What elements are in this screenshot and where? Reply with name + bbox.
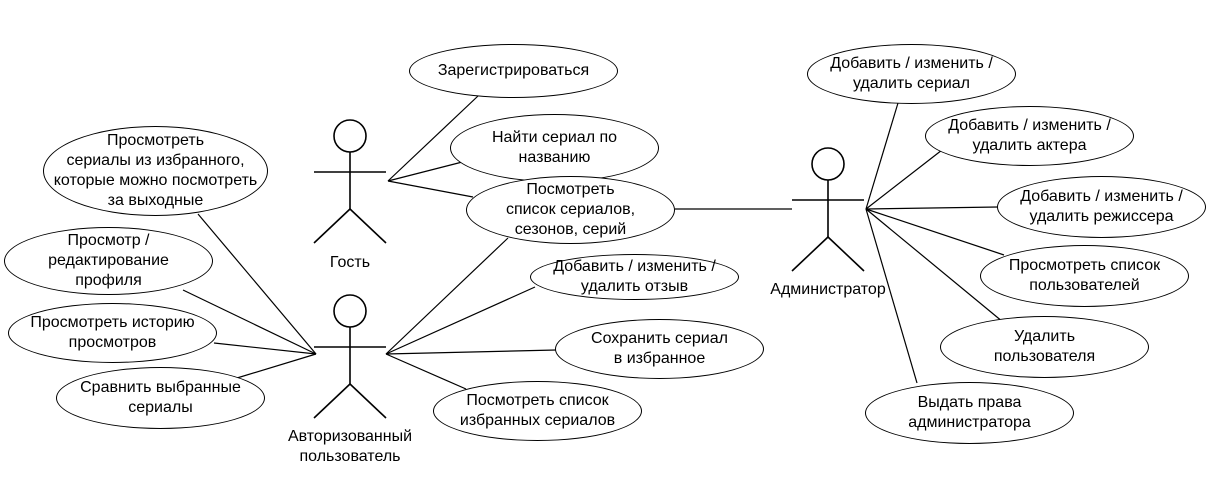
- use-case-save-favorite: Сохранить сериал в избранное: [555, 319, 764, 379]
- use-case-weekend-favorites: Просмотреть сериалы из избранного, котор…: [43, 126, 268, 216]
- association-line-auth_user-save_favorite: [385, 349, 557, 355]
- use-case-register: Зарегистрироваться: [409, 44, 618, 98]
- association-line-guest-view_list: [387, 180, 474, 198]
- use-case-view-series-list: Посмотреть список сериалов, сезонов, сер…: [466, 176, 675, 244]
- association-line-auth_user-add_review: [385, 286, 536, 355]
- use-case-view-favorites: Посмотреть список избранных сериалов: [433, 381, 642, 441]
- use-case-delete-user: Удалить пользователя: [940, 316, 1149, 378]
- actor-administrator-name: Администратор: [770, 281, 886, 298]
- use-case-label: Добавить / изменить / удалить отзыв: [553, 258, 716, 295]
- stick-figure-icon: [313, 294, 387, 419]
- use-case-label: Выдать права администратора: [908, 394, 1031, 431]
- stick-figure-icon: [791, 147, 865, 272]
- association-line-admin-grant_admin: [865, 208, 918, 384]
- use-case-manage-series: Добавить / изменить / удалить сериал: [807, 44, 1016, 104]
- use-case-label: Добавить / изменить / удалить режиссера: [1020, 188, 1183, 225]
- use-case-find-series: Найти сериал по названию: [450, 114, 659, 182]
- use-case-label: Просмотреть список пользователей: [1008, 257, 1161, 294]
- stick-figure-icon: [313, 119, 387, 244]
- use-case-edit-profile: Просмотр / редактирование профиля: [4, 227, 213, 295]
- actor-authorized-user-name: Авторизованный пользователь: [287, 428, 413, 465]
- use-case-label: Добавить / изменить / удалить актера: [948, 117, 1111, 154]
- use-case-label: Сохранить сериал в избранное: [591, 330, 728, 367]
- use-case-manage-director: Добавить / изменить / удалить режиссера: [997, 176, 1206, 238]
- association-line-auth_user-edit_profile: [182, 289, 317, 355]
- actor-guest: Гость: [310, 117, 390, 277]
- association-line-auth_user-weekend_favorites: [197, 213, 317, 355]
- use-case-manage-actor: Добавить / изменить / удалить актера: [925, 106, 1134, 166]
- association-line-auth_user-compare_series: [236, 353, 317, 379]
- use-case-label: Добавить / изменить / удалить сериал: [830, 55, 993, 92]
- use-case-view-users: Просмотреть список пользователей: [980, 245, 1189, 307]
- use-case-label: Посмотреть список сериалов, сезонов, сер…: [505, 181, 636, 238]
- use-case-label: Найти сериал по названию: [491, 129, 618, 166]
- use-case-add-review: Добавить / изменить / удалить отзыв: [530, 254, 739, 300]
- use-case-label: Посмотреть список избранных сериалов: [459, 392, 616, 429]
- association-line-auth_user-view_favorites: [385, 353, 467, 390]
- use-case-label: Просмотр / редактирование профиля: [48, 232, 169, 289]
- use-case-label: Зарегистрироваться: [437, 62, 590, 79]
- association-line-auth_user-view_list: [385, 237, 509, 355]
- association-line-admin-admin_director: [865, 206, 999, 210]
- use-case-label: Просмотреть историю просмотров: [30, 314, 195, 351]
- association-line-admin-admin_actor: [865, 149, 943, 210]
- actor-guest-name: Гость: [329, 254, 371, 271]
- association-line-admin-delete_user: [865, 208, 1004, 323]
- use-case-compare-series: Сравнить выбранные сериалы: [56, 367, 265, 429]
- use-case-label: Сравнить выбранные сериалы: [80, 379, 241, 416]
- use-case-label: Удалить пользователя: [993, 328, 1096, 365]
- actor-administrator: Администратор: [770, 145, 886, 305]
- association-line-guest-register: [387, 95, 479, 182]
- association-line-admin-admin_series: [865, 102, 899, 210]
- use-case-grant-admin: Выдать права администратора: [865, 382, 1074, 444]
- association-line-auth_user-view_history: [213, 342, 317, 355]
- use-case-label: Просмотреть сериалы из избранного, котор…: [53, 132, 258, 209]
- actor-authorized-user: Авторизованный пользователь: [288, 292, 412, 472]
- association-line-admin-view_users: [865, 208, 1005, 256]
- use-case-view-history: Просмотреть историю просмотров: [8, 303, 217, 363]
